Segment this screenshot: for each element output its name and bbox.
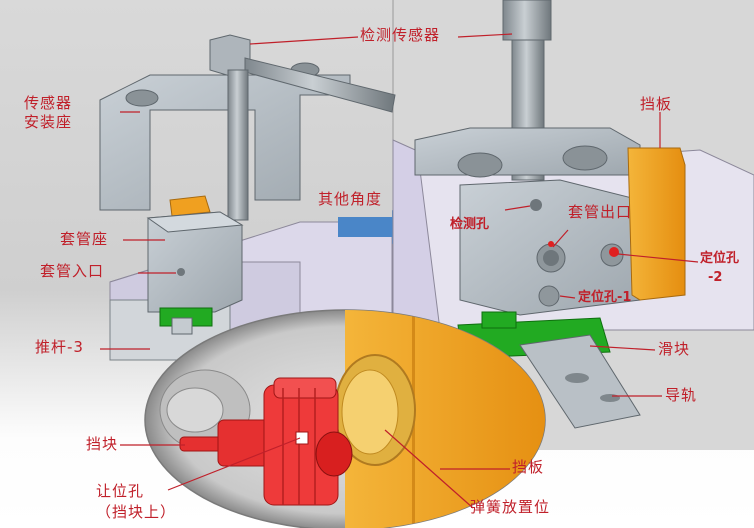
locate-hole-2-mark [609, 247, 619, 257]
detail-lens [144, 309, 546, 528]
label-slider: 滑块 [658, 340, 691, 358]
right-mount-top [414, 127, 641, 176]
sensor-shaft [227, 69, 249, 221]
label-locate-hole-2a: 定位孔 [700, 251, 740, 266]
small-baffle [169, 195, 211, 217]
sensor-top [502, 0, 552, 41]
right-baffle [627, 147, 686, 301]
label-baffle-bottom: 挡板 [512, 458, 545, 476]
detect-hole [530, 199, 542, 211]
label-stop-block: 挡块 [86, 435, 119, 453]
view-arrow [338, 210, 410, 244]
label-spring-seat: 弹簧放置位 [470, 498, 551, 516]
label-other-angle: 其他角度 [318, 190, 383, 208]
sensor-mount-seat [99, 74, 351, 211]
label-detection-sensor: 检测传感器 [360, 26, 441, 44]
label-sleeve-inlet: 套管入口 [40, 262, 105, 280]
label-push-rod: 推杆-3 [35, 338, 84, 356]
label-clearance-hole-line1: 让位孔 [96, 482, 145, 500]
label-baffle-top: 挡板 [640, 95, 673, 113]
label-locate-hole-1: 定位孔-1 [578, 290, 632, 305]
label-detect-hole: 检测孔 [450, 217, 490, 232]
locate-hole-1 [538, 285, 560, 307]
label-clearance-hole-line2: （挡块上） [96, 503, 177, 521]
leader-lines [100, 33, 699, 509]
label-guide-rail: 导轨 [665, 386, 698, 404]
label-sleeve-seat: 套管座 [60, 230, 109, 248]
clearance-hole [295, 431, 309, 445]
label-locate-hole-2b: -2 [708, 270, 723, 285]
sleeve-outlet-mark [548, 241, 554, 247]
label-sensor-seat-line2: 安装座 [24, 113, 73, 131]
left-view [99, 34, 396, 361]
sensor-cable-rod [244, 57, 396, 113]
label-sensor-seat-line1: 传感器 [24, 94, 73, 112]
label-sleeve-outlet: 套管出口 [568, 203, 633, 221]
